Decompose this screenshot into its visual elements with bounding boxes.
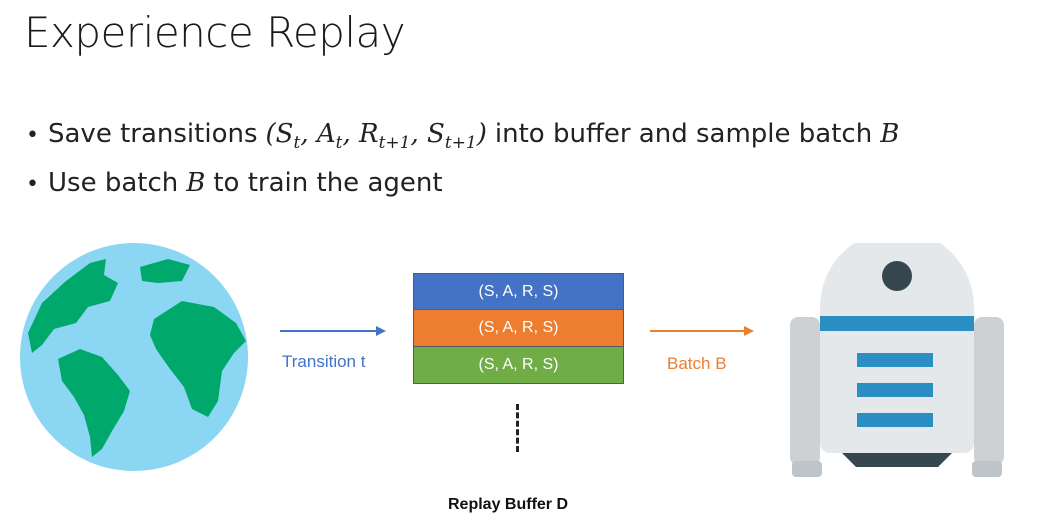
bullet-text: Use batch xyxy=(48,168,179,199)
bullet-text: Save transitions xyxy=(48,119,258,149)
bullet-list: • Save transitions (St, At, Rt+1, St+1) … xyxy=(26,114,899,205)
transition-label: Transition t xyxy=(282,352,366,371)
buffer-continuation-dashes xyxy=(516,404,519,452)
batch-symbol: B xyxy=(186,168,206,199)
transition-tuple: (St, At, Rt+1, St+1) xyxy=(265,119,487,154)
transition-arrow xyxy=(280,326,386,336)
buffer-row: (S, A, R, S) xyxy=(413,273,624,310)
bullet-item: • Use batch B to train the agent xyxy=(26,163,899,205)
globe-icon xyxy=(20,243,248,471)
buffer-label: Replay Buffer D xyxy=(448,496,569,513)
bullet-dot: • xyxy=(26,172,39,198)
batch-label: Batch B xyxy=(667,354,727,373)
bullet-dot: • xyxy=(26,123,39,148)
batch-arrow xyxy=(650,326,754,336)
buffer-row: (S, A, R, S) xyxy=(413,347,624,384)
bullet-text: to train the agent xyxy=(213,168,443,199)
bullet-text: into buffer and sample batch xyxy=(494,119,873,149)
buffer-row: (S, A, R, S) xyxy=(413,310,624,347)
bullet-item: • Save transitions (St, At, Rt+1, St+1) … xyxy=(26,114,899,163)
replay-buffer: (S, A, R, S) (S, A, R, S) (S, A, R, S) xyxy=(413,273,624,384)
batch-symbol: B xyxy=(880,119,900,149)
robot-icon xyxy=(790,243,1004,477)
page-title: Experience Replay xyxy=(24,8,406,57)
